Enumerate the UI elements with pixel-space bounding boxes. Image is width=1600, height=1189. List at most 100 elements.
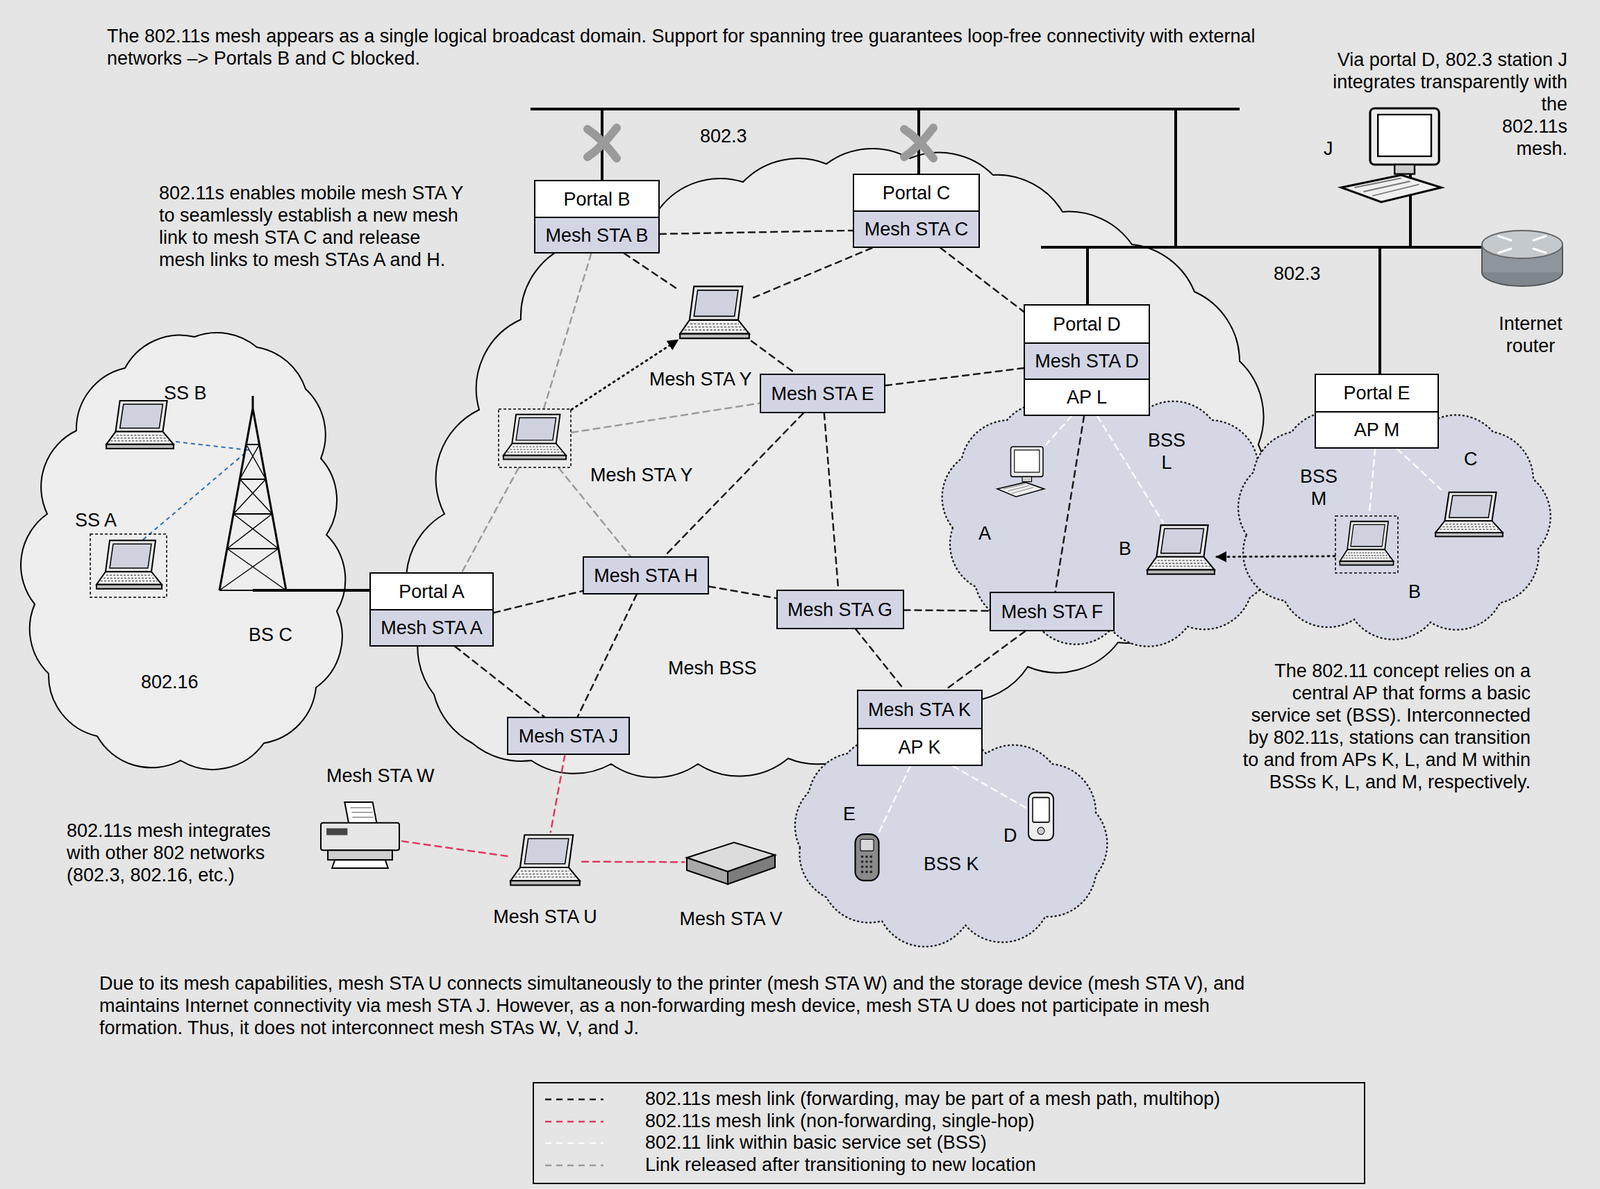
network-label: 802.3 [700,125,748,148]
device-label: A [978,522,991,545]
legend-row: Link released after transitioning to new… [534,1154,1364,1176]
device-icon-art [1334,515,1399,574]
annotation-note: Due to its mesh capabilities, mesh STA U… [99,972,1287,1039]
box-label: Portal D [1052,313,1121,336]
device-icon: Mesh STA V [684,836,778,888]
device-label: Mesh STA Y [590,463,694,487]
bss-cloud [1238,407,1551,640]
mesh-link [1397,448,1442,490]
device-icon-shape [997,446,1045,497]
moved-device-outline [1335,515,1398,573]
box-label: Portal B [563,188,630,211]
annotation-note: 802.11s mesh integrates with other 802 n… [66,819,282,887]
box-label: Portal A [398,580,465,603]
mesh-link [879,765,911,832]
box-cell: Portal C [854,175,979,211]
subscriber-laptop [90,534,167,598]
box-label: Mesh STA G [787,598,893,621]
device-icon-art [497,408,572,469]
wimax-link [143,441,370,591]
mesh-station-box: Portal B Mesh STA B [534,179,660,254]
box-cell: Mesh STA K [858,690,982,728]
device-label: D [1003,824,1018,847]
device-icon-shape [320,802,400,869]
device-label: B [1118,537,1132,560]
station-j-desktop [1340,108,1441,203]
internet-router [1481,230,1563,287]
box-label: Mesh STA E [770,382,874,405]
mesh-link [543,253,591,409]
device-label: Mesh STA U [493,905,598,928]
mesh-link [454,646,544,717]
device-label: B [1408,580,1421,603]
subscriber-laptop [90,400,174,598]
box-label: Mesh STA D [1034,350,1139,373]
station-j-desktop [1340,108,1441,203]
device-icon: Mesh STA Y [677,283,752,345]
annotation-note: The 802.11 concept relies on a central A… [1231,659,1531,794]
base-station-tower [219,444,287,591]
box-label: Mesh STA H [593,564,698,587]
base-station-tower [219,395,287,591]
mesh-station-box: Mesh STA J [506,716,630,755]
wrap-spacer [1303,93,1481,246]
mesh-link [461,468,519,573]
mesh-station-box: Portal CMesh STA C [852,173,980,248]
box-cell: Mesh STA A [370,609,493,646]
mesh-link [1369,448,1375,516]
box-label: Mesh STA J [518,725,619,748]
mesh-link [493,590,583,613]
box-cell: Mesh STA C [854,210,979,247]
mesh-station-box: Mesh STA G [776,589,905,630]
mesh-link [659,230,853,235]
bss-label: BSS M [1294,465,1344,510]
subscriber-laptop [96,540,162,589]
legend-box: 802.11s mesh link (forwarding, may be pa… [532,1081,1366,1185]
station-label: J [1323,137,1334,160]
mesh-station-box: Portal A Mesh STA A [369,572,494,647]
device-icon-art [1025,790,1057,842]
legend-line [545,1120,604,1123]
device-icon-art [995,444,1048,500]
box-cell: AP L [1025,378,1149,415]
box-label: AP K [897,736,941,759]
box-cell: Portal D [1025,305,1149,343]
legend-sample [542,1138,610,1148]
box-cell: Portal B [535,181,659,217]
box-label: AP M [1354,418,1400,441]
wrap-spacer [1303,48,1305,94]
mesh-station-box: Mesh STA H [582,556,710,595]
internet-router [1498,236,1546,253]
annotation-note: The 802.11s mesh appears as a single log… [106,25,1288,70]
station-label: SS A [75,509,117,532]
device-icon-art [508,831,582,891]
mesh-station-box: Mesh STA E [759,373,886,414]
wimax-cloud [20,332,346,770]
mesh-link [1055,415,1085,592]
box-cell: Mesh STA J [508,718,629,754]
device-icon-shape [686,842,775,885]
mesh-link [577,594,637,717]
device-icon-art [1433,489,1505,542]
device-icon: B [1145,522,1217,580]
box-cell: AP K [858,727,982,765]
legend-row: 802.11s mesh link (non-forwarding, singl… [534,1110,1364,1132]
mesh-link [751,247,873,299]
bss-label: BSS K [923,852,980,875]
box-cell: Mesh STA B [535,216,659,253]
device-label: Internet router [1481,312,1580,357]
device-icon: B [1334,515,1399,574]
device-label: C [1463,447,1478,471]
annotation-note: 802.11s enables mobile mesh STA Y to sea… [159,181,465,271]
legend-line [545,1163,604,1166]
device-icon-shape [1339,521,1394,566]
mesh-link [945,631,1026,690]
legend-text: Link released after transitioning to new… [645,1154,1037,1176]
legend-line [545,1098,604,1101]
device-icon: Mesh STA U [508,831,582,891]
device-icon: C [1433,489,1505,542]
bss-cloud [795,397,1551,947]
annotation-note: Via portal D, 802.3 station J integrates… [1303,48,1568,246]
mesh-link [751,340,796,374]
mesh-link [1216,556,1335,557]
